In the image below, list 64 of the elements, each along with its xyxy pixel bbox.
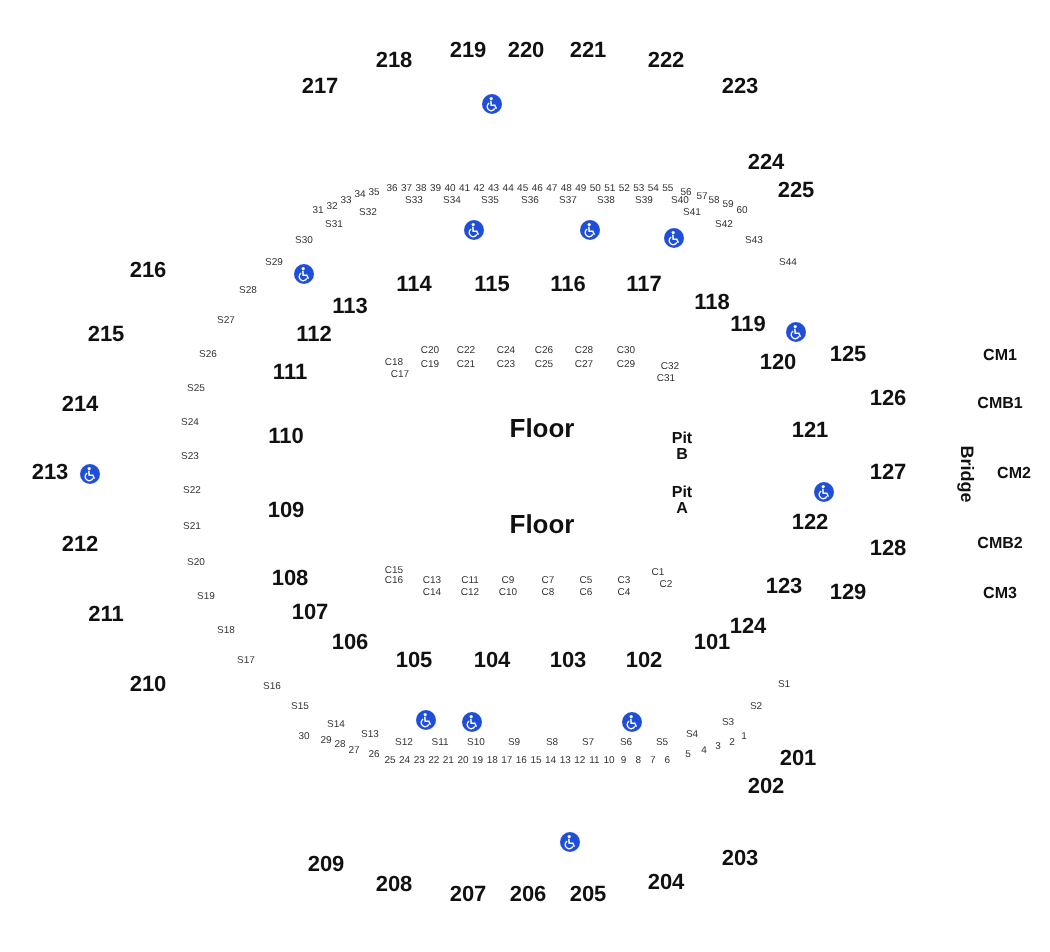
section-number: 127 xyxy=(869,463,907,485)
section-number: 222 xyxy=(647,51,685,73)
section-number: 201 xyxy=(779,749,817,771)
section-number: 206 xyxy=(509,885,547,907)
section-number: 125 xyxy=(829,345,867,367)
section-number: 225 xyxy=(777,181,815,203)
box-section-label: CM3 xyxy=(983,586,1017,602)
section-number: 214 xyxy=(61,395,99,417)
section-number: 224 xyxy=(747,153,785,175)
section-number: 208 xyxy=(375,875,413,897)
section-number: 223 xyxy=(721,77,759,99)
section-number: 105 xyxy=(395,651,433,673)
section-number: 109 xyxy=(267,501,305,523)
section-number: 116 xyxy=(550,275,586,297)
section-number: 218 xyxy=(375,51,413,73)
section-number: 216 xyxy=(129,261,167,283)
section-number: 124 xyxy=(729,617,767,639)
section-number: 213 xyxy=(31,463,69,485)
section-number: 101 xyxy=(693,633,731,655)
section-number: 114 xyxy=(396,275,432,297)
box-section-label: CMB2 xyxy=(977,536,1023,552)
section-number: 219 xyxy=(449,41,487,63)
section-number: 207 xyxy=(449,885,487,907)
box-section-label: CMB1 xyxy=(977,396,1023,412)
section-number: 220 xyxy=(507,41,545,63)
section-number: 113 xyxy=(332,297,368,319)
section-number: 205 xyxy=(569,885,607,907)
section-number: 123 xyxy=(765,577,803,599)
section-number: 121 xyxy=(791,421,829,443)
section-number: 126 xyxy=(869,389,907,411)
box-section-label: CM2 xyxy=(997,466,1031,482)
section-number: 211 xyxy=(88,605,124,627)
section-number: 102 xyxy=(625,651,663,673)
section-number: 202 xyxy=(747,777,785,799)
section-number: 117 xyxy=(626,275,662,297)
section-number: 119 xyxy=(730,315,766,337)
section-number: 217 xyxy=(301,77,339,99)
section-number: 103 xyxy=(549,651,587,673)
pit-label: Pit B xyxy=(670,430,694,462)
section-number: 104 xyxy=(473,651,511,673)
section-number: 204 xyxy=(647,873,685,895)
bridge-label: Bridge xyxy=(957,445,975,503)
section-number: 212 xyxy=(61,535,99,557)
section-number: 106 xyxy=(331,633,369,655)
section-number: 203 xyxy=(721,849,759,871)
section-number: 112 xyxy=(296,325,332,347)
section-number: 108 xyxy=(271,569,309,591)
section-number: 110 xyxy=(268,427,304,449)
section-number: 129 xyxy=(829,583,867,605)
section-number: 111 xyxy=(272,363,308,385)
section-number: 122 xyxy=(791,513,829,535)
pit-label: Pit A xyxy=(670,484,694,516)
section-number: 221 xyxy=(569,41,607,63)
box-section-label: CM1 xyxy=(983,348,1017,364)
section-number: 215 xyxy=(87,325,125,347)
section-number: 115 xyxy=(474,275,510,297)
section-number: 120 xyxy=(759,353,797,375)
section-number: 128 xyxy=(869,539,907,561)
floor-label: Floor xyxy=(509,511,575,537)
section-number: 210 xyxy=(129,675,167,697)
section-number: 118 xyxy=(694,293,730,315)
section-number: 209 xyxy=(307,855,345,877)
section-number: 107 xyxy=(291,603,329,625)
floor-label: Floor xyxy=(509,415,575,441)
